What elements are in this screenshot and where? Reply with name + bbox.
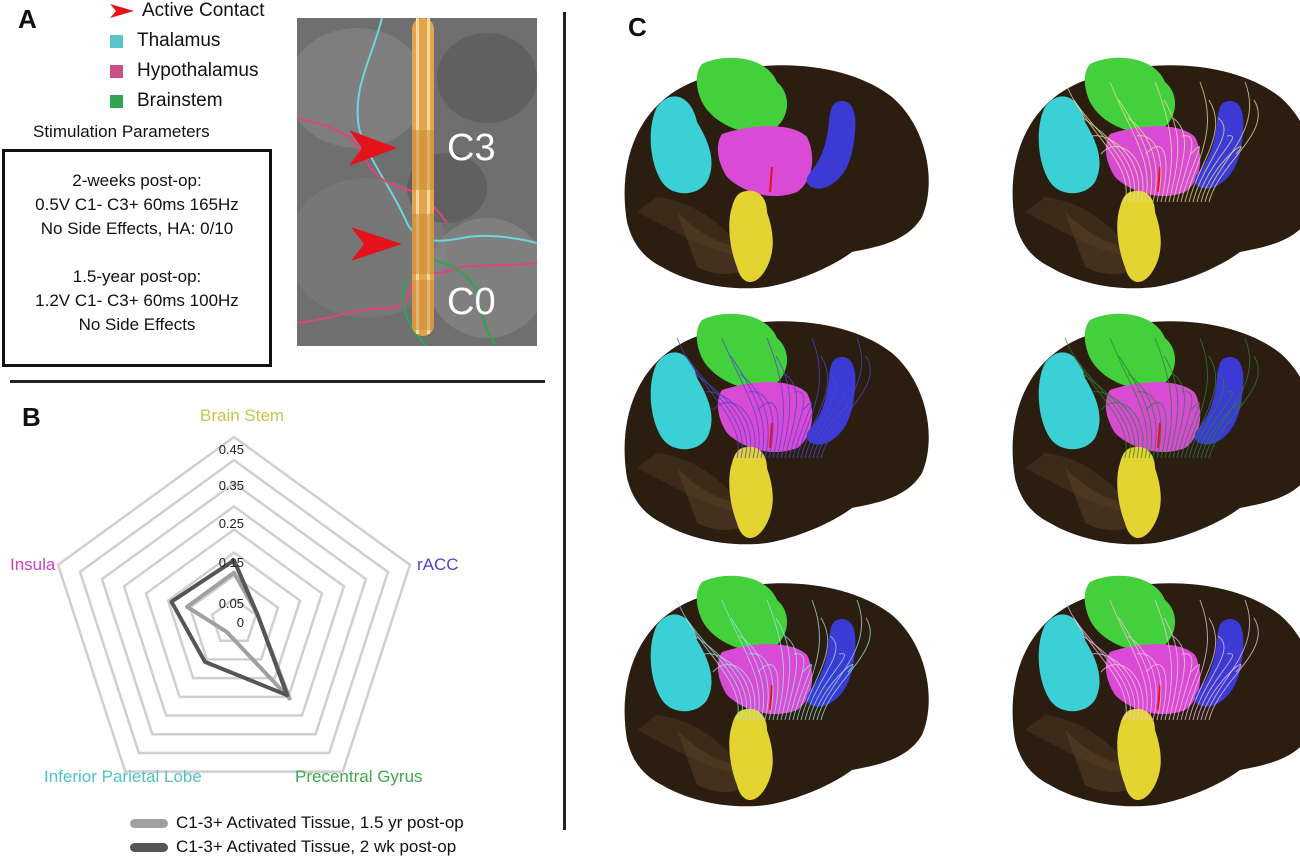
brain-render xyxy=(1012,57,1300,289)
panel-label-a: A xyxy=(18,4,37,34)
yellow-structure xyxy=(729,190,773,282)
thalamus-structure xyxy=(1038,352,1100,450)
radar-grid-ring xyxy=(100,481,368,736)
hypothalamus-structure xyxy=(1105,382,1201,453)
brain-render xyxy=(624,575,929,807)
legend-label: Active Contact xyxy=(142,0,265,21)
hypothalamus-structure xyxy=(1105,126,1201,197)
green-structure xyxy=(1084,313,1176,389)
radar-ticks: 0 0.05 0.15 0.25 0.35 0.45 xyxy=(219,442,244,630)
fiber-tract xyxy=(1064,81,1259,203)
panel-label-c: C xyxy=(628,12,647,42)
radar-grid-ring xyxy=(166,551,302,680)
axis-label-brain-stem: Brain Stem xyxy=(200,406,285,425)
legend-label: Brainstem xyxy=(137,90,223,111)
green-structure xyxy=(696,313,788,389)
mri-electrode-image: C3 C0 xyxy=(297,18,537,346)
brain-render xyxy=(624,313,929,545)
radar-tick-label: 0.45 xyxy=(219,442,244,457)
radar-chart: 0 0.05 0.15 0.25 0.35 0.45 xyxy=(56,435,412,773)
yellow-structure xyxy=(1117,446,1161,538)
radar-grid xyxy=(56,435,412,773)
axis-label-inferior-parietal-lobe: Inferior Parietal Lobe xyxy=(44,767,202,786)
hypothalamus-structure xyxy=(717,382,813,453)
legend-label: Thalamus xyxy=(137,30,221,51)
thalamus-structure xyxy=(1038,614,1100,712)
radar-series-1-5yr xyxy=(185,570,292,701)
legend-thalamus: Thalamus xyxy=(110,30,220,52)
legend-brainstem: Brainstem xyxy=(110,90,223,112)
axis-label-insula: Insula xyxy=(10,555,56,574)
fiber-tract xyxy=(676,337,871,459)
radar-grid-ring xyxy=(144,527,324,699)
brain-render xyxy=(1012,313,1300,545)
hypothalamus-structure xyxy=(717,644,813,715)
red-arrow-icon xyxy=(110,4,134,18)
stimulation-box: 2-weeks post-op: 0.5V C1- C3+ 60ms 165Hz… xyxy=(2,149,272,367)
hypothalamus-structure xyxy=(717,126,813,197)
brain-render xyxy=(1012,575,1300,807)
stim-line: No Side Effects, HA: 0/10 xyxy=(40,219,234,238)
vertical-separator xyxy=(563,12,566,830)
yellow-structure xyxy=(729,708,773,800)
stim-line: 0.5V C1- C3+ 60ms 165Hz xyxy=(35,195,239,214)
contact-label-c0: C0 xyxy=(447,281,496,323)
legend-line-1-5yr xyxy=(130,819,168,828)
fiber-tract xyxy=(676,599,871,721)
yellow-structure xyxy=(729,446,773,538)
radar-tick-label: 0.05 xyxy=(219,596,244,611)
green-structure xyxy=(696,575,788,651)
yellow-structure xyxy=(1117,708,1161,800)
axis-label-racc: rACC xyxy=(417,555,459,574)
radar-tick-label: 0.15 xyxy=(219,555,244,570)
yellow-structure xyxy=(1117,190,1161,282)
green-structure xyxy=(696,57,788,133)
thalamus-swatch xyxy=(110,34,123,48)
radar-tick-label: 0 xyxy=(237,615,244,630)
thalamus-structure xyxy=(650,614,712,712)
radar-grid-ring xyxy=(122,504,346,717)
legend-label-1-5yr: C1-3+ Activated Tissue, 1.5 yr post-op xyxy=(176,813,464,832)
fiber-tract xyxy=(1064,599,1259,721)
legend-label: Hypothalamus xyxy=(137,60,259,81)
contact-label-c3: C3 xyxy=(447,127,496,169)
stim-line: 1.2V C1- C3+ 60ms 100Hz xyxy=(35,291,239,310)
radar-grid-ring xyxy=(56,435,412,773)
legend-hypothalamus: Hypothalamus xyxy=(110,60,258,82)
radar-tick-label: 0.25 xyxy=(219,516,244,531)
horizontal-separator xyxy=(10,380,545,383)
hypothalamus-swatch xyxy=(110,64,123,78)
blue-structure xyxy=(806,101,856,189)
hypothalamus-structure xyxy=(1105,644,1201,715)
brain-render xyxy=(624,57,929,289)
brainstem-swatch xyxy=(110,94,123,108)
red-arrow-icon xyxy=(349,130,397,166)
radar-grid-ring xyxy=(188,574,280,661)
radar-series-2wk xyxy=(169,558,290,698)
stim-line: 1.5-year post-op: xyxy=(72,267,202,286)
legend-label-2wk: C1-3+ Activated Tissue, 2 wk post-op xyxy=(176,837,457,856)
stimulation-title: Stimulation Parameters xyxy=(33,122,210,141)
radar-tick-label: 0.35 xyxy=(219,478,244,493)
radar-series xyxy=(169,558,292,701)
legend-line-2wk xyxy=(130,843,168,852)
panel-label-b: B xyxy=(22,402,41,432)
legend-active-contact: Active Contact xyxy=(110,0,265,22)
thalamus-structure xyxy=(1038,96,1100,194)
radar-grid-ring xyxy=(78,458,390,755)
thalamus-structure xyxy=(650,96,712,194)
thalamus-structure xyxy=(650,352,712,450)
fiber-tract xyxy=(1064,337,1259,459)
stim-line: No Side Effects xyxy=(78,315,196,334)
green-structure xyxy=(1084,57,1176,133)
axis-label-precentral-gyrus: Precentral Gyrus xyxy=(295,767,423,786)
stim-line: 2-weeks post-op: xyxy=(72,171,202,190)
green-structure xyxy=(1084,575,1176,651)
red-arrow-icon xyxy=(351,227,402,261)
